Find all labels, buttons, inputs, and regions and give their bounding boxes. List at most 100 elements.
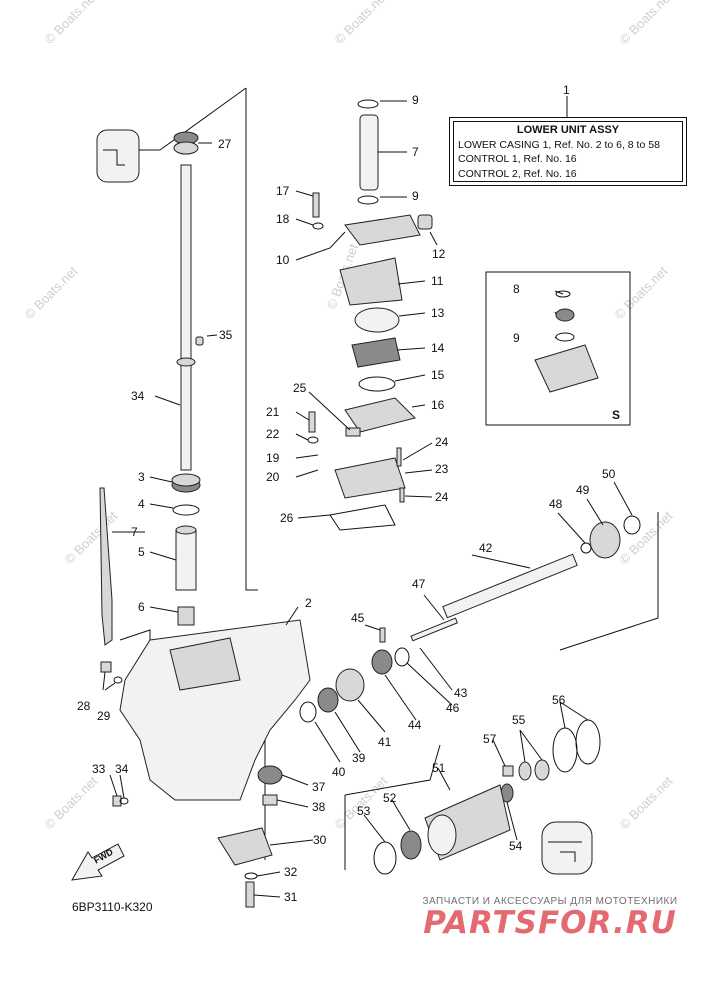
callout-6: 6 (138, 600, 145, 614)
lower-casing-2 (119, 619, 311, 801)
callout-35: 34 (131, 389, 145, 403)
shim-4 (172, 504, 200, 516)
lower-casing-group (71, 619, 311, 908)
callout-45: 45 (351, 611, 365, 625)
callout-32: 32 (284, 865, 298, 879)
brand-logo[interactable]: ЗАПЧАСТИ И АКСЕССУАРЫ ДЛЯ МОТОТЕХНИКИ PA… (404, 896, 696, 939)
callout-7: 7 (412, 145, 419, 159)
shim-50 (623, 515, 641, 535)
callout-58: 7 (131, 525, 138, 539)
callout-40: 40 (332, 765, 346, 779)
brand-wordmark: PARTSFOR.RU (423, 905, 677, 941)
gear-train-group (299, 515, 641, 875)
assy-boundary (159, 87, 247, 151)
callout-37: 37 (312, 780, 326, 794)
callout-14: 14 (431, 341, 445, 355)
callout-28: 28 (77, 699, 91, 713)
callout-55: 55 (512, 713, 526, 727)
callout-29: 29 (97, 709, 111, 723)
callout-31: 31 (284, 890, 298, 904)
callout-9: 9 (513, 331, 520, 345)
pin-36 (195, 336, 204, 346)
gear-41 (335, 668, 365, 702)
shim-46 (394, 647, 410, 667)
callout-17: 17 (276, 184, 290, 198)
drive-shaft-group (96, 129, 204, 646)
callout-43: 43 (454, 686, 468, 700)
o-ring-9-top (357, 99, 379, 109)
watermark: © Boats.net (22, 263, 81, 322)
key-25 (345, 427, 361, 437)
callout-49: 49 (576, 483, 590, 497)
assy-line: CONTROL 2, Ref. No. 16 (458, 167, 577, 180)
callout-56: 56 (552, 693, 566, 707)
callout-22: 22 (266, 427, 280, 441)
callout-53: 53 (357, 804, 371, 818)
washer-18 (312, 222, 324, 230)
watermark: © Boats.net (332, 0, 391, 47)
shift-rod-58 (99, 487, 113, 646)
shift-plunger-47 (410, 617, 459, 642)
drain-screw-28 (100, 661, 112, 673)
washer-32 (244, 872, 258, 880)
propeller-shaft-42 (442, 553, 578, 619)
bolt-57 (502, 765, 514, 777)
callout-11: 11 (431, 274, 444, 288)
pin-24a (396, 447, 402, 467)
shim-48 (580, 542, 592, 554)
grommet-12 (417, 214, 433, 230)
watermark: © Boats.net (42, 773, 101, 832)
bearing-3-top (171, 473, 201, 487)
callout-51: 51 (432, 761, 446, 775)
assy-title: LOWER UNIT ASSY (516, 124, 620, 136)
detail-inset-55 (541, 821, 593, 875)
callout-24: 24 (435, 490, 449, 504)
callout-3: 3 (138, 470, 145, 484)
pump-housing-s (534, 344, 599, 393)
gear-49 (589, 521, 621, 559)
inset-frame (485, 271, 631, 426)
callout-26: 26 (280, 511, 294, 525)
dog-clutch-44 (371, 649, 393, 675)
assy-line: LOWER CASING 1, Ref. No. 2 to 6, 8 to 58 (458, 138, 660, 151)
callout-labels: 1 27 9 7 9 17 18 10 12 11 13 14 15 16 25… (77, 83, 616, 904)
anode-30 (217, 827, 273, 866)
o-ring-56b (575, 719, 601, 765)
callout-19: 19 (266, 451, 280, 465)
diagram-code: 6BP3110-K320 (72, 900, 153, 914)
shaft-collar (176, 357, 196, 367)
bolt-31 (245, 881, 255, 908)
bolt-21 (308, 411, 316, 433)
callout-48: 48 (549, 497, 563, 511)
impeller-14 (351, 337, 401, 368)
gasket-26 (329, 504, 396, 531)
brand-tagline: ЗАПЧАСТИ И АКСЕССУАРЫ ДЛЯ МОТОТЕХНИКИ (422, 896, 678, 907)
callout-50: 50 (602, 467, 616, 481)
callout-10: 10 (276, 253, 290, 267)
oil-seal-52 (400, 830, 422, 860)
callout-4: 4 (138, 497, 145, 511)
o-ring-53 (373, 841, 397, 875)
gasket-15 (358, 376, 396, 392)
detail-inset-27 (96, 129, 140, 183)
bearing-39 (317, 687, 339, 713)
water-pump-group (307, 99, 433, 531)
pump-housing-11 (339, 257, 403, 306)
o-ring-56a (552, 727, 578, 773)
leader-lines (102, 96, 633, 898)
callout-15: 15 (431, 368, 445, 382)
watermark: © Boats.net (617, 773, 676, 832)
callout-39: 39 (352, 751, 366, 765)
callout-25: 25 (293, 381, 307, 395)
callout-54: 54 (509, 839, 523, 853)
callout-18: 18 (276, 212, 290, 226)
callout-8: 8 (513, 282, 520, 296)
callout-5: 5 (138, 545, 145, 559)
o-ring-9-s (555, 332, 575, 342)
oil-seal-27b (173, 141, 199, 155)
watermark: © Boats.net (332, 773, 391, 832)
case-boundary (559, 512, 659, 651)
callout-41: 41 (378, 735, 392, 749)
case-boundary (344, 744, 441, 796)
